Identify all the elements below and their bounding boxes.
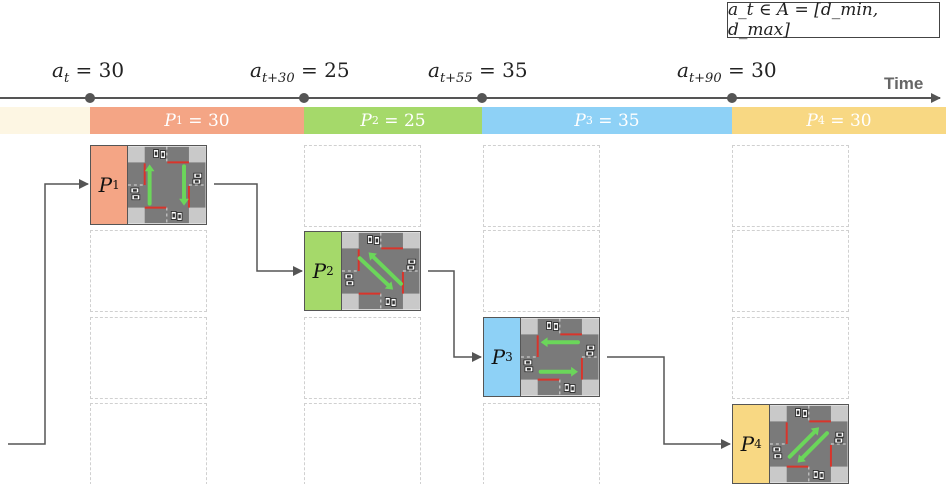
empty-slot (483, 145, 600, 227)
action-label-3: at+55 = 35 (428, 58, 528, 86)
empty-slot (90, 317, 207, 399)
action-label-4: at+90 = 30 (677, 58, 777, 86)
action-space-formula: a_t ∈ A = [d_min, d_max] (727, 0, 940, 40)
intersection-ns-left-turn-icon (342, 232, 420, 310)
connector-arrow (607, 356, 731, 449)
connector-arrow (8, 179, 89, 445)
connector-arrow (428, 270, 482, 362)
movement-arrow (811, 427, 820, 436)
movement-arrow (541, 337, 548, 348)
action-point (85, 93, 95, 103)
action-label-2: at+30 = 25 (250, 58, 350, 86)
movement-arrow (145, 164, 155, 172)
action-point (727, 93, 737, 103)
action-point (477, 93, 487, 103)
action-point (299, 93, 309, 103)
empty-slot (732, 317, 849, 399)
movement-arrow (179, 198, 190, 206)
empty-slot (90, 230, 207, 312)
pre-phase-segment (0, 107, 90, 134)
empty-slot (90, 403, 207, 484)
intersection-ew-left-turn-icon (770, 405, 848, 483)
connector-arrow (214, 183, 303, 276)
empty-slot (304, 403, 421, 484)
empty-slot (483, 230, 600, 312)
empty-slot (732, 145, 849, 227)
formula-text: a_t ∈ A = [d_min, d_max] (728, 0, 879, 40)
empty-slot (304, 145, 421, 227)
movement-arrow (368, 252, 378, 261)
action-label-1: at = 30 (52, 58, 125, 86)
intersection-ew-straight-icon (521, 318, 599, 396)
time-axis-label: Time (884, 74, 924, 93)
intersection-ns-straight-icon (128, 146, 206, 224)
movement-arrow (385, 281, 394, 290)
empty-slot (304, 317, 421, 399)
empty-slot (483, 403, 600, 484)
empty-slot (732, 230, 849, 312)
movement-arrow (571, 366, 579, 377)
movement-arrow (797, 454, 807, 463)
